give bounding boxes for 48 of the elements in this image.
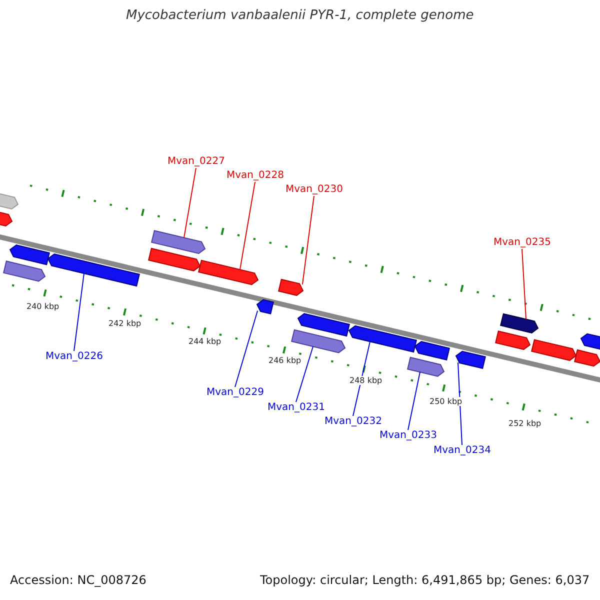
leader-line xyxy=(74,272,84,352)
gene-block xyxy=(256,299,274,314)
gene-block xyxy=(574,349,600,367)
gene-block xyxy=(414,340,450,360)
gene-block xyxy=(455,350,486,369)
footer-note: Topology: circular; Length: 6,491,865 bp; Genes: 6,037 xyxy=(260,574,590,588)
gene-block xyxy=(3,260,46,282)
scale-label: 240 kbp xyxy=(26,302,60,312)
gene-block xyxy=(407,356,445,377)
title: Mycobacterium vanbaalenii PYR-1, complete genome xyxy=(126,9,474,24)
leader-line xyxy=(352,341,370,416)
gene-label: Mvan_0235 xyxy=(494,237,551,248)
gene-block xyxy=(495,330,531,350)
scale-label: 244 kbp xyxy=(188,337,222,346)
leader-line xyxy=(234,310,258,388)
gene-block xyxy=(9,244,50,266)
scale-label: 248 kbp xyxy=(350,376,382,386)
leader-line xyxy=(522,248,526,320)
gene-block xyxy=(198,260,259,286)
gene-label: Mvan_0233 xyxy=(380,430,437,442)
scale-label: 252 kbp xyxy=(508,419,542,428)
gene-label: Mvan_0232 xyxy=(324,416,382,428)
gene-block xyxy=(47,253,140,287)
gene-label: Mvan_0234 xyxy=(434,445,491,456)
gene-block xyxy=(0,210,13,227)
scale-label: 246 kbp xyxy=(268,356,302,366)
gene-block xyxy=(151,230,206,254)
gene-label: Mvan_0230 xyxy=(286,184,343,196)
leader-line xyxy=(240,182,256,270)
gene-label: Mvan_0226 xyxy=(46,351,103,362)
gene-label: Mvan_0231 xyxy=(268,402,325,414)
gene-block xyxy=(291,329,346,354)
gene-label: Mvan_0227 xyxy=(168,156,225,168)
gene-block xyxy=(278,278,304,296)
scale-label: 250 kbp xyxy=(430,397,462,406)
leader-line xyxy=(184,168,196,238)
gene-label: Mvan_0228 xyxy=(226,170,284,182)
gene-block xyxy=(0,191,19,210)
scale-label: 242 kbp xyxy=(108,319,142,328)
gene-block xyxy=(297,313,350,337)
gene-block xyxy=(500,313,539,334)
footer-note: Accession: NC_008726 xyxy=(10,574,146,588)
gene-block xyxy=(348,325,417,353)
gene-block xyxy=(148,248,201,272)
leader-line xyxy=(302,196,314,285)
gene-label: Mvan_0229 xyxy=(206,387,264,398)
leader-line xyxy=(296,346,314,402)
leader-line xyxy=(458,362,462,446)
